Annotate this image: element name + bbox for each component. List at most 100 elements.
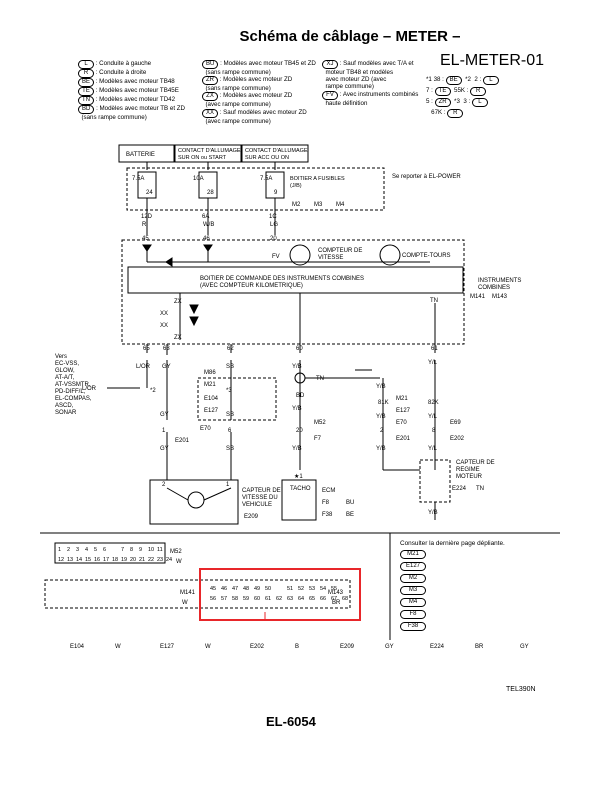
legend-code: R bbox=[78, 69, 94, 78]
pin: 17 bbox=[103, 557, 109, 563]
meter-pin: 63 bbox=[163, 346, 170, 352]
pin: 50 bbox=[265, 586, 271, 592]
legend-text: : Conduite à droite bbox=[94, 69, 147, 76]
e201-label: E201 bbox=[396, 436, 411, 442]
engine-speed-sensor-label: REGIME bbox=[456, 467, 480, 473]
speedometer-label: COMPTEUR DE bbox=[318, 248, 362, 254]
pin: 82K bbox=[428, 400, 439, 406]
vers-label: AT-A/T, bbox=[55, 375, 75, 381]
e127-label: E127 bbox=[396, 408, 411, 414]
meter-title: (AVEC COMPTEUR KILOMETRIQUE) bbox=[200, 283, 303, 289]
fuse-ref-M2: M2 bbox=[292, 202, 301, 208]
ignition-acc-on-label: CONTACT D'ALLUMAGE bbox=[245, 148, 308, 154]
pin: 13 bbox=[67, 557, 73, 563]
vers-label: PD-DIFF/L, bbox=[55, 389, 86, 395]
pin: 58 bbox=[232, 596, 238, 602]
legend-map-code: BE bbox=[445, 76, 462, 85]
fuse-connector: 12D bbox=[141, 214, 153, 220]
e224-label: E224 bbox=[452, 486, 467, 492]
vers-label: AT-VSSMTR, bbox=[55, 382, 91, 388]
pin: 19 bbox=[121, 557, 127, 563]
pin: 14 bbox=[76, 557, 82, 563]
vers-label: EL-COMPAS, bbox=[55, 396, 92, 402]
m52-connector-label: M52 bbox=[170, 549, 182, 555]
pin: 49 bbox=[254, 586, 260, 592]
pin: 53 bbox=[309, 586, 315, 592]
l-or-label: L/OR bbox=[82, 386, 97, 392]
star3-label: *3 bbox=[226, 388, 232, 394]
pin: 56 bbox=[210, 596, 216, 602]
be-label: BE bbox=[346, 512, 354, 518]
connector-ref: M21 bbox=[400, 550, 426, 560]
legend-map-key: *2 2 : bbox=[461, 76, 483, 83]
legend-text: : Sauf modèles avec T/A et moteur TB48 e… bbox=[325, 60, 414, 91]
meter-pin: 65 bbox=[143, 346, 150, 352]
pin: 11 bbox=[157, 547, 163, 553]
star1-label: ★1 bbox=[294, 473, 303, 480]
bd-label: BD bbox=[296, 393, 305, 399]
ecm-label: ECM bbox=[322, 488, 335, 494]
pin: 57 bbox=[221, 596, 227, 602]
pin: 59 bbox=[243, 596, 249, 602]
legend-map-code: ZR bbox=[434, 98, 451, 107]
wire-color: Y/B bbox=[376, 446, 386, 452]
wire-color: LG bbox=[270, 222, 278, 228]
meter-pin: 45 bbox=[142, 236, 149, 242]
vss-box bbox=[149, 479, 239, 525]
wire-color: Y/B bbox=[376, 384, 386, 390]
e69-label: E69 bbox=[450, 420, 461, 426]
meter-pin: 20 bbox=[270, 236, 277, 242]
pin: 15 bbox=[85, 557, 91, 563]
speedometer-label: VITESSE bbox=[318, 255, 343, 261]
pin: 21 bbox=[139, 557, 145, 563]
pin: 62 bbox=[276, 596, 282, 602]
e201-label: E201 bbox=[175, 438, 190, 444]
pin: 68 bbox=[342, 596, 348, 602]
wire-color: SB bbox=[226, 364, 234, 370]
legend-text: : Modèles avec moteur TB45 et ZD (sans r… bbox=[205, 60, 316, 76]
page-number: EL-6054 bbox=[266, 714, 316, 729]
pin: 63 bbox=[287, 596, 293, 602]
pin: 4 bbox=[85, 547, 88, 553]
pin: 8 bbox=[432, 428, 436, 434]
wire-color: R bbox=[142, 222, 147, 228]
legend-text: : Modèles avec moteur TB45E bbox=[94, 87, 179, 94]
bottom-connector-label: GY bbox=[385, 644, 394, 650]
legend-map-row: 5 : ZR *3 3 : L bbox=[426, 98, 499, 107]
legend-item: XX : Sauf modèles avec moteur ZD (avec r… bbox=[202, 108, 316, 125]
combined-instruments-label: COMBINES bbox=[478, 285, 510, 291]
pin: 9 bbox=[139, 547, 142, 553]
wire-color: Y/L bbox=[428, 414, 438, 420]
legend-map-row: *1 38 : BE *2 2 : L bbox=[426, 76, 499, 85]
e209-label: E209 bbox=[244, 514, 259, 520]
meter-title: BOITIER DE COMMANDE DES INSTRUMENTS COMB… bbox=[200, 276, 364, 282]
fuse-amp: 7.5A bbox=[132, 176, 144, 182]
xx-label: XX bbox=[160, 323, 168, 329]
pin: 1 bbox=[162, 428, 166, 434]
f8-label: F8 bbox=[322, 500, 330, 506]
bottom-connector-label: B bbox=[295, 644, 299, 650]
legend-text: : Avec instruments combinés haute défini… bbox=[325, 90, 419, 107]
bottom-connector-label: E127 bbox=[160, 644, 175, 650]
refer-label: Se reporter à EL-POWER bbox=[392, 174, 461, 180]
legend-map-key: 55K : bbox=[450, 87, 471, 94]
bottom-connector-label: W bbox=[115, 644, 121, 650]
legend-text: : Sauf modèles avec moteur ZD (avec ramp… bbox=[205, 108, 307, 125]
legend-map-row: 67K : R bbox=[426, 109, 499, 118]
vers-label: GLOW, bbox=[55, 368, 75, 374]
tachometer-label: COMPTE-TOURS bbox=[402, 253, 451, 259]
wire-color: W bbox=[176, 559, 182, 565]
tn-label: TN bbox=[316, 376, 324, 382]
speedometer bbox=[289, 244, 311, 266]
ignition-on-start-label: CONTACT D'ALLUMAGE bbox=[178, 148, 241, 154]
pin: 18 bbox=[112, 557, 118, 563]
legend-item: TN : Modèles avec moteur TD42 bbox=[78, 96, 185, 105]
bottom-connector-label: E209 bbox=[340, 644, 355, 650]
fuse-ref-M3: M3 bbox=[314, 202, 323, 208]
legend-item: XJ : Sauf modèles avec T/A et moteur TB4… bbox=[322, 60, 418, 91]
combi-connector: M143 bbox=[492, 294, 508, 300]
pin: 8 bbox=[130, 547, 133, 553]
